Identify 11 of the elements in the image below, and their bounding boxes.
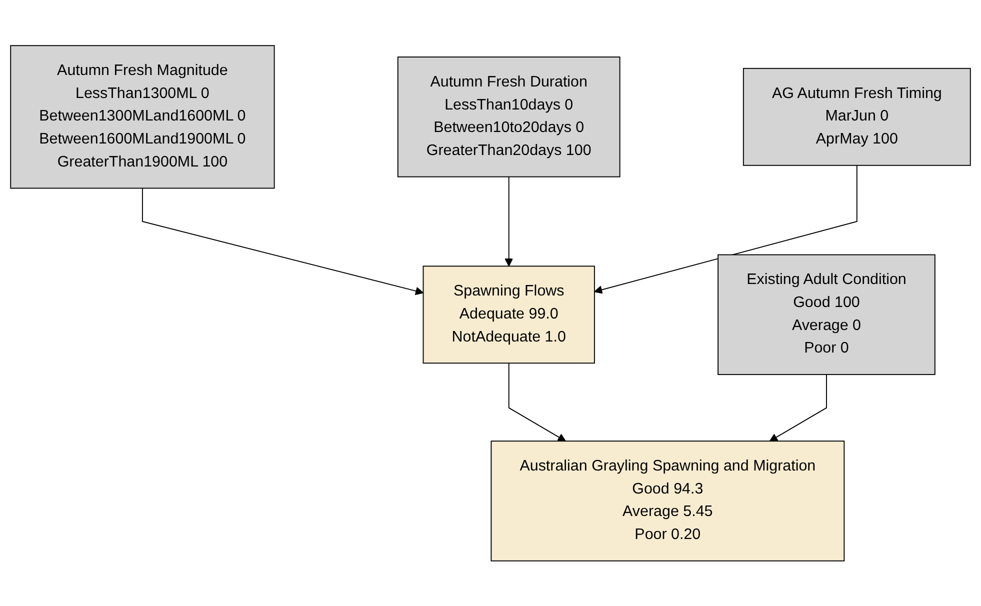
node-box: Autumn Fresh Duration LessThan10days 0 Between10to20days 0 GreaterThan20days 100 [397,56,620,178]
node-box: Spawning Flows Adequate 99.0 NotAdequate 1.0 [422,265,595,364]
node-box: AG Autumn Fresh Timing MarJun 0 AprMay 100 [742,68,971,166]
node-box: Australian Grayling Spawning and Migration Good 94.3 Average 5.45 Poor 0.20 [490,440,845,562]
node-box: Existing Adult Condition Good 100 Average 0 Poor 0 [718,254,936,375]
node-box: Autumn Fresh Magnitude LessThan1300ML 0 Between1300MLand1600ML 0 Between1600MLand1900ML 0 GreaterThan1900ML 100 [10,44,275,188]
arrow [142,187,424,295]
arrow [769,374,827,442]
arrow [508,362,566,442]
arrow [504,176,514,266]
arrow [594,164,858,294]
